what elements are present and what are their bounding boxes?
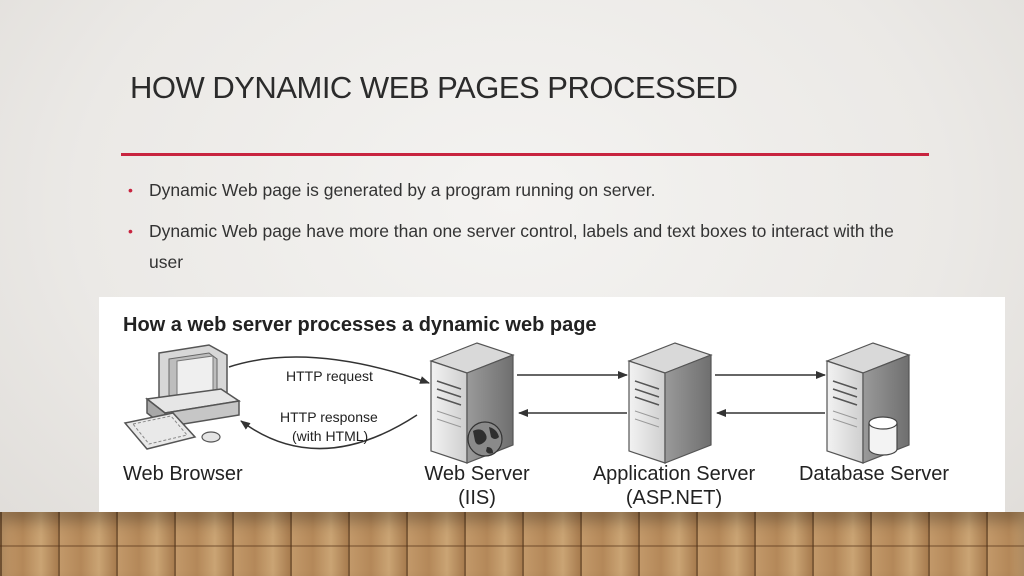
server-tower-icon	[627, 342, 713, 464]
bullet-item: • Dynamic Web page have more than one se…	[128, 216, 918, 278]
application-server-sublabel: (ASP.NET)	[626, 487, 722, 509]
http-response-label: HTTP response	[280, 409, 378, 425]
http-response-sublabel: (with HTML)	[292, 428, 368, 444]
bullet-item: • Dynamic Web page is generated by a pro…	[128, 175, 918, 206]
http-request-label: HTTP request	[286, 368, 373, 384]
http-request-arrow	[228, 356, 430, 384]
bullet-text: Dynamic Web page is generated by a progr…	[149, 180, 656, 200]
web-server-icon	[429, 342, 515, 464]
web-browser-label: Web Browser	[123, 463, 243, 485]
floor-seam	[0, 545, 1024, 547]
web-processing-diagram: How a web server processes a dynamic web…	[99, 297, 1005, 519]
bullet-list: • Dynamic Web page is generated by a pro…	[128, 175, 918, 288]
bullet-marker: •	[128, 182, 133, 198]
database-server-label: Database Server	[799, 463, 949, 485]
application-server-label: Application Server	[593, 463, 756, 485]
database-server-icon	[825, 342, 911, 464]
web-server-label: Web Server	[424, 463, 530, 485]
web-server-sublabel: (IIS)	[458, 487, 496, 509]
application-server-icon	[627, 342, 713, 464]
title-divider	[121, 153, 929, 156]
slide-title: HOW DYNAMIC WEB PAGES PROCESSED	[130, 70, 738, 105]
wood-floor-decoration	[0, 512, 1024, 576]
diagram-title: How a web server processes a dynamic web…	[123, 314, 597, 336]
globe-icon	[467, 421, 503, 457]
bullet-marker: •	[128, 223, 133, 239]
desktop-computer-icon	[123, 344, 242, 450]
bullet-text: Dynamic Web page have more than one serv…	[149, 221, 894, 272]
database-cylinder-icon	[868, 416, 898, 456]
http-response-arrow	[240, 414, 418, 450]
